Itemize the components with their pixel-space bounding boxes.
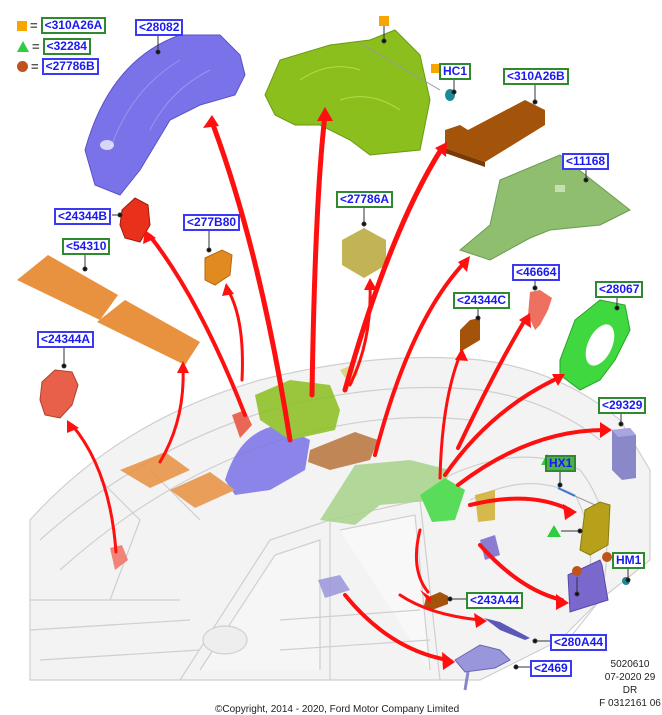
reference-line-4: F 0312161 06 <box>599 698 661 709</box>
reference-line-3: DR <box>622 685 638 696</box>
legend-equals: = <box>32 39 40 54</box>
callout-24344C[interactable]: <24344C <box>453 292 511 309</box>
brown-circle-icon <box>17 61 28 72</box>
callout-29329[interactable]: <29329 <box>598 397 647 414</box>
callout-24344A[interactable]: <24344A <box>37 331 95 348</box>
part-29329-block <box>612 428 636 480</box>
part-46664-bracket <box>528 290 552 330</box>
part-32284-panel <box>579 501 611 556</box>
callout-28067[interactable]: <28067 <box>595 281 644 298</box>
part-310A26B-pad <box>445 100 545 167</box>
part-243A44-block <box>424 592 448 610</box>
part-HX1-screw <box>557 487 596 506</box>
part-24344A-actuator <box>39 369 79 419</box>
part-28067-duct <box>559 299 631 391</box>
part-28082-wheelarch-liner <box>84 34 246 196</box>
reference-line-1: 5020610 <box>610 659 650 670</box>
part-310A26A-insulator <box>264 29 441 156</box>
callout-28082[interactable]: <28082 <box>135 19 184 36</box>
part-27786A-hexagon <box>342 228 386 278</box>
part-11168-floor-panel <box>458 154 631 261</box>
callout-2469[interactable]: <2469 <box>530 660 572 677</box>
callout-46664[interactable]: <46664 <box>512 264 561 281</box>
callout-24344B[interactable]: <24344B <box>54 208 112 225</box>
part-277B80-module <box>204 249 233 286</box>
callout-27786A[interactable]: <27786A <box>336 191 394 208</box>
legend-label-32284[interactable]: <32284 <box>42 38 91 55</box>
legend-equals: = <box>31 59 39 74</box>
reference-block: 5020610 07-2020 29 DR F 0312161 06 <box>598 658 662 710</box>
reference-line-2: 07-2020 29 <box>604 672 656 683</box>
callout-243A44[interactable]: <243A44 <box>466 592 524 609</box>
callout-HM1[interactable]: HM1 <box>612 552 646 569</box>
callout-280A44[interactable]: <280A44 <box>550 634 608 651</box>
part-54310-pad-upper <box>17 255 200 365</box>
installed-parts <box>110 365 500 598</box>
callout-310A26B[interactable]: <310A26B <box>503 68 569 85</box>
part-2469-bracket <box>454 644 511 691</box>
green-triangle-icon <box>17 41 29 52</box>
callout-54310[interactable]: <54310 <box>62 238 111 255</box>
arrow-heads <box>67 107 612 670</box>
callout-277B80[interactable]: <277B80 <box>183 214 241 231</box>
callout-HX1[interactable]: HX1 <box>545 455 577 472</box>
legend-item-triangle: = <32284 <box>17 38 91 55</box>
legend-label-310A26A[interactable]: <310A26A <box>40 17 107 34</box>
orange-square-icon <box>17 20 27 31</box>
copyright-notice: ©Copyright, 2014 - 2020, Ford Motor Comp… <box>215 704 460 715</box>
exploded-view-arrows <box>70 112 607 662</box>
part-24344C-pad <box>460 318 480 352</box>
callout-HC1[interactable]: HC1 <box>439 63 472 80</box>
part-280A44-strip <box>484 618 530 640</box>
callout-11168[interactable]: <11168 <box>562 153 610 170</box>
legend-equals: = <box>30 18 38 33</box>
legend-item-square: = <310A26A <box>17 17 107 34</box>
legend-item-circle: = <27786B <box>17 58 99 75</box>
legend-label-27786B[interactable]: <27786B <box>41 58 99 75</box>
